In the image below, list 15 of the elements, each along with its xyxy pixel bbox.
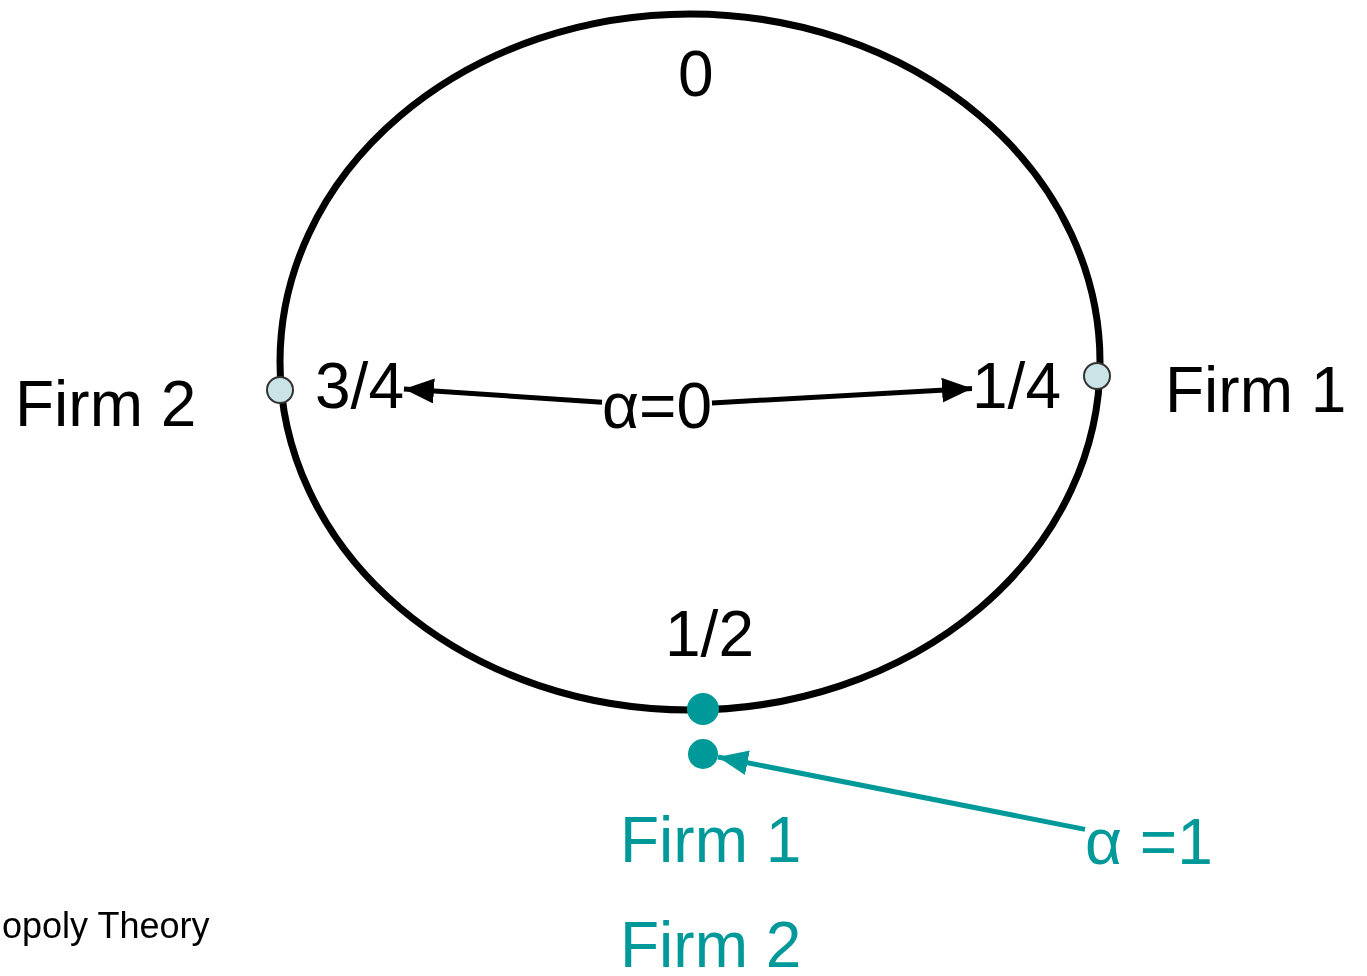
parameter-label: α =1 <box>1085 810 1213 874</box>
position-label: 0 <box>678 42 714 106</box>
position-label: 3/4 <box>315 354 404 418</box>
arrow <box>403 378 603 405</box>
position-label: 1/4 <box>972 354 1061 418</box>
position-label: 1/2 <box>665 602 754 666</box>
arrow <box>711 377 973 406</box>
firm-label: Firm 1 <box>1165 358 1347 422</box>
firm-label: Firm 2 <box>620 913 802 976</box>
parameter-label: α=0 <box>602 374 712 438</box>
firm-label: Firm 1 <box>620 808 802 872</box>
arrow <box>717 750 1086 832</box>
firm-label: Firm 2 <box>15 372 197 436</box>
footer-text: opoly Theory <box>2 908 210 944</box>
firm-dot <box>688 739 718 769</box>
